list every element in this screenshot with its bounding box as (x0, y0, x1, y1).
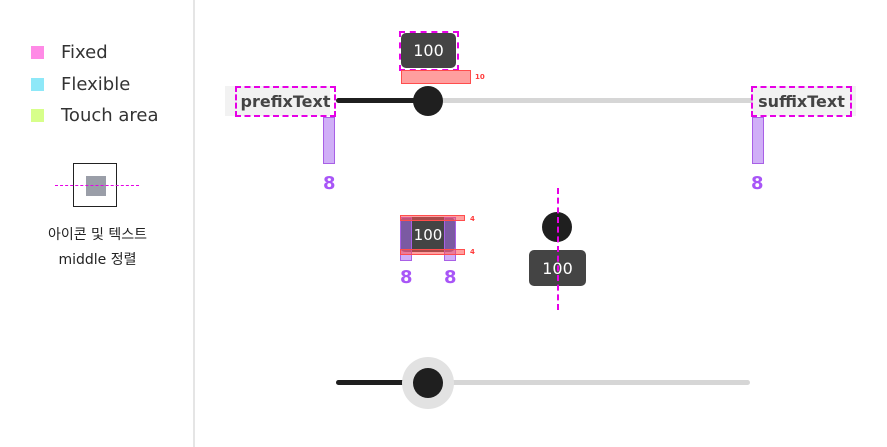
slider2-thumb[interactable] (413, 368, 443, 398)
slider1-tooltip-outline (399, 31, 459, 71)
guide-text-line2: middle 정렬 (58, 252, 137, 268)
suffix-bg (751, 86, 856, 116)
detail-top-padding (400, 215, 465, 221)
slider2-active-track[interactable] (336, 380, 428, 385)
prefix-gap-marker (323, 117, 335, 164)
detail-bottom-padding (400, 249, 465, 255)
detail-top-label: 4 (470, 215, 475, 223)
legend-label-flexible: Flexible (61, 74, 131, 95)
alignment-guide-icon (86, 176, 106, 196)
tooltip-gap-marker (401, 70, 471, 84)
fixed-swatch (31, 46, 44, 59)
slider1-active-track[interactable] (336, 98, 428, 103)
flexible-swatch (31, 78, 44, 91)
alignment-guide-line (55, 185, 139, 186)
center-alignment-line (557, 188, 559, 310)
detail-right-label: 8 (444, 267, 457, 288)
slider1-tooltip: 100 (401, 33, 456, 68)
spec-canvas: prefixText suffixText 8 8 100 10 100 4 4… (195, 0, 887, 447)
prefix-text: prefixText (240, 92, 331, 111)
suffix-outline (751, 86, 852, 117)
legend-label-fixed: Fixed (61, 42, 108, 63)
legend-item-touch-area: Touch area (31, 105, 159, 126)
suffix-gap-label: 8 (751, 173, 764, 194)
legend-item-flexible: Flexible (31, 74, 130, 95)
detail-bottom-label: 4 (470, 248, 475, 256)
prefix-bg (225, 86, 330, 116)
guide-text-line1: 아이콘 및 텍스트 (47, 227, 148, 243)
legend-panel: Fixed Flexible Touch area 아이콘 및 텍스트 midd… (0, 0, 195, 447)
detail-tooltip-value: 100 (413, 226, 443, 244)
prefix-outline (235, 86, 336, 117)
suffix-text: suffixText (758, 92, 845, 111)
prefix-gap-label: 8 (323, 173, 336, 194)
legend-item-fixed: Fixed (31, 42, 108, 63)
legend-label-touch-area: Touch area (61, 105, 159, 126)
suffix-gap-marker (752, 117, 764, 164)
detail-left-label: 8 (400, 267, 413, 288)
slider2-inactive-track[interactable] (336, 380, 750, 385)
tooltip-gap-label: 10 (475, 73, 485, 81)
slider1-thumb[interactable] (413, 86, 443, 116)
touch-area-swatch (31, 109, 44, 122)
slider1-inactive-track[interactable] (336, 98, 753, 103)
